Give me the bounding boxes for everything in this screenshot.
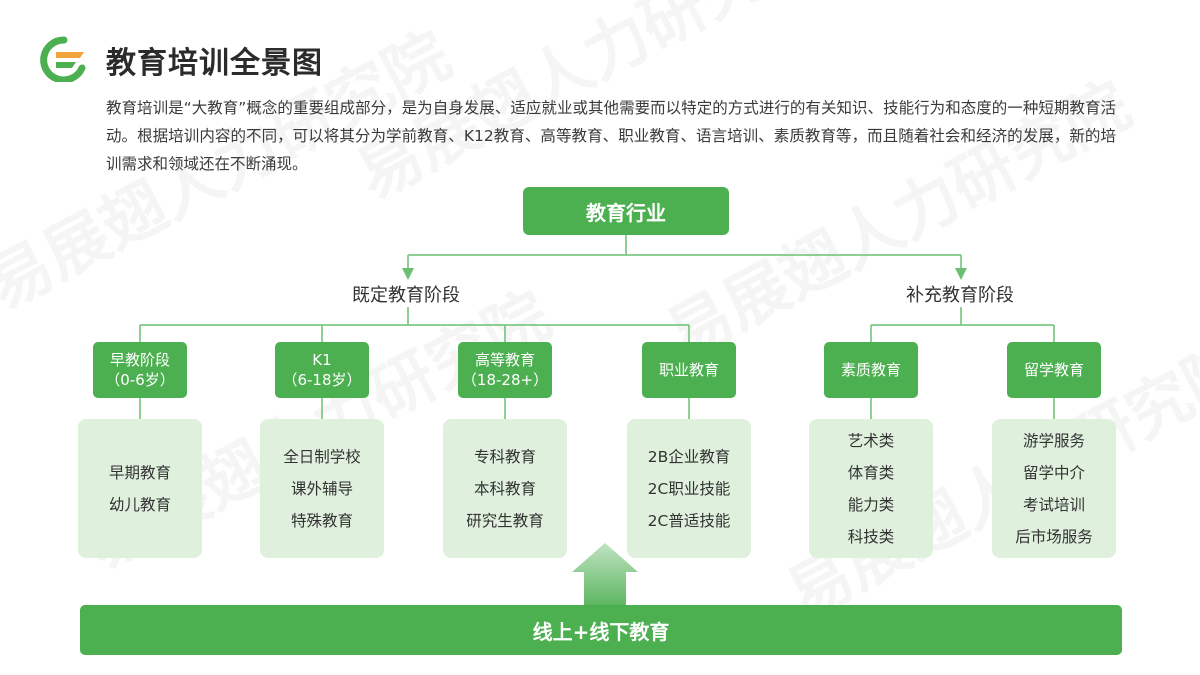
list-item: 早期教育 xyxy=(108,463,171,482)
list-item: 艺术类 xyxy=(847,431,895,450)
node-k12: K1 （6-18岁） xyxy=(275,342,369,398)
sub-box-vocational-education: 2B企业教育 2C职业技能 2C普适技能 xyxy=(627,419,751,558)
node-subtitle: （0-6岁） xyxy=(105,371,175,389)
list-item: 全日制学校 xyxy=(283,447,361,466)
group-label-established: 既定教育阶段 xyxy=(346,281,466,307)
list-item: 后市场服务 xyxy=(1015,527,1093,546)
list-item: 游学服务 xyxy=(1022,431,1085,450)
node-subtitle: （18-28+） xyxy=(461,371,549,389)
node-title: K1 xyxy=(312,351,332,369)
node-title: 留学教育 xyxy=(1023,361,1084,379)
sub-box-early-education: 早期教育 幼儿教育 xyxy=(78,419,202,558)
node-title: 早教阶段 xyxy=(109,351,170,369)
list-item: 科技类 xyxy=(847,527,895,546)
list-item: 留学中介 xyxy=(1022,463,1085,482)
list-item: 能力类 xyxy=(847,495,895,514)
node-early-education: 早教阶段 （0-6岁） xyxy=(93,342,187,398)
sub-box-k12: 全日制学校 课外辅导 特殊教育 xyxy=(260,419,384,558)
bottom-bar-online-offline: 线上+线下教育 xyxy=(80,605,1122,655)
sub-box-higher-education: 专科教育 本科教育 研究生教育 xyxy=(443,419,567,558)
node-study-abroad: 留学教育 xyxy=(1007,342,1101,398)
node-vocational-education: 职业教育 xyxy=(642,342,736,398)
node-title: 素质教育 xyxy=(840,361,901,379)
list-item: 考试培训 xyxy=(1022,495,1085,514)
root-node: 教育行业 xyxy=(523,187,729,235)
sub-box-study-abroad: 游学服务 留学中介 考试培训 后市场服务 xyxy=(992,419,1116,558)
up-arrow-icon xyxy=(572,543,638,605)
node-quality-education: 素质教育 xyxy=(824,342,918,398)
node-subtitle: （6-18岁） xyxy=(282,371,362,389)
sub-box-quality-education: 艺术类 体育类 能力类 科技类 xyxy=(809,419,933,558)
list-item: 2C职业技能 xyxy=(647,479,731,498)
brand-logo-icon xyxy=(40,36,86,82)
group-label-supplementary: 补充教育阶段 xyxy=(900,281,1020,307)
list-item: 2B企业教育 xyxy=(647,447,731,466)
list-item: 研究生教育 xyxy=(466,511,544,530)
list-item: 2C普适技能 xyxy=(647,511,731,530)
list-item: 幼儿教育 xyxy=(108,495,171,514)
node-title: 高等教育 xyxy=(474,351,535,369)
list-item: 课外辅导 xyxy=(290,479,353,498)
page-title: 教育培训全景图 xyxy=(106,46,323,81)
list-item: 体育类 xyxy=(847,463,895,482)
list-item: 特殊教育 xyxy=(290,511,353,530)
node-title: 职业教育 xyxy=(658,361,719,379)
page-description: 教育培训是“大教育”概念的重要组成部分，是为自身发展、适应就业或其他需要而以特定… xyxy=(106,99,1116,173)
list-item: 专科教育 xyxy=(473,447,536,466)
list-item: 本科教育 xyxy=(473,479,536,498)
node-higher-education: 高等教育 （18-28+） xyxy=(458,342,552,398)
